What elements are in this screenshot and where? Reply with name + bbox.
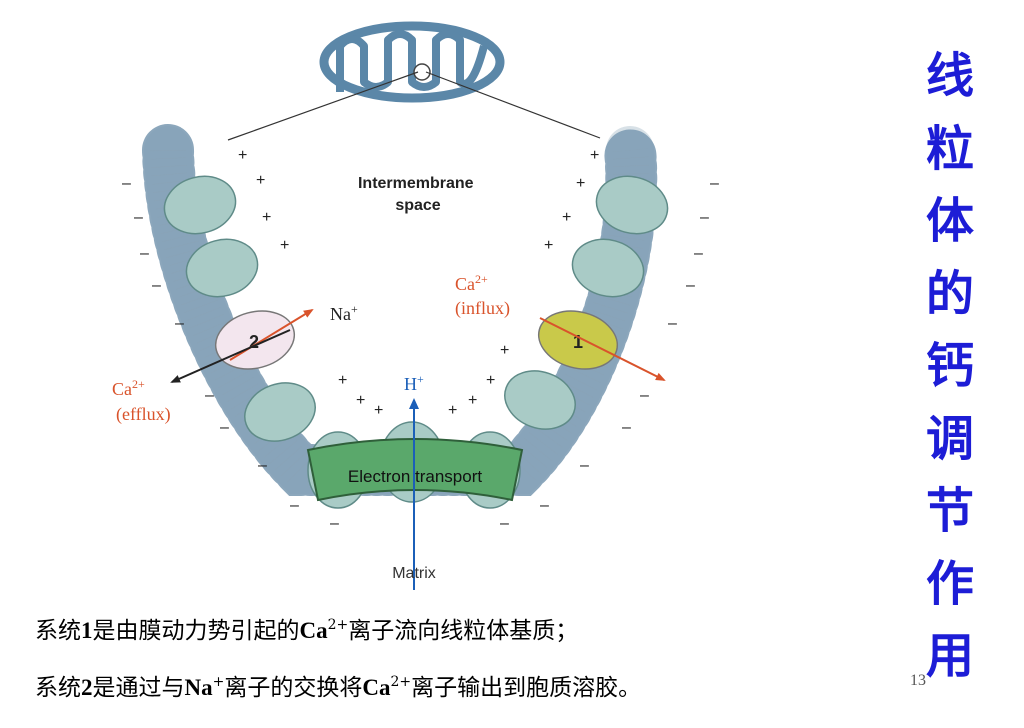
svg-text:–: – [700,209,709,226]
zoom-line-left [227,71,419,141]
mitochondria-calcium-diagram: 2 1 Electron transport Intermembrane spa… [112,21,719,590]
intermembrane-line2: space [395,197,440,214]
svg-text:–: – [640,387,649,404]
positive-charges: + + + + + + + + + + + + + + + [238,147,599,419]
svg-text:+: + [356,392,365,409]
zoom-line-right [425,71,601,139]
title-char: 用 [925,628,974,684]
svg-text:+: + [280,237,289,254]
system-1-transporter: 1 [537,310,619,370]
svg-text:+: + [468,392,477,409]
svg-text:–: – [140,245,149,262]
membrane-proteins-left [163,175,316,442]
svg-text:+: + [486,372,495,389]
svg-text:+: + [338,372,347,389]
svg-text:+: + [238,147,247,164]
ca-efflux-label: Ca2+ [112,377,145,399]
page-number: 13 [910,672,926,689]
svg-text:–: – [258,457,267,474]
svg-text:–: – [580,457,589,474]
svg-text:–: – [122,175,131,192]
na-label: Na+ [330,302,358,324]
svg-text:+: + [500,342,509,359]
efflux-label: (efflux) [116,404,171,425]
intermembrane-space-label: Intermembrane space [358,175,478,214]
ca-influx-arrow [539,317,666,381]
svg-text:+: + [374,402,383,419]
svg-text:–: – [710,175,719,192]
h-label: H+ [404,372,424,394]
title-char: 节 [925,483,974,539]
influx-label: (influx) [455,298,510,319]
caption-line-2: 系统2是通过与Na+离子的交换将Ca2+离子输出到胞质溶胶。 [35,674,642,701]
svg-text:+: + [256,172,265,189]
vertical-title: 线粒体的钙调节作用 [905,40,995,693]
title-char: 的 [925,265,974,322]
svg-text:+: + [262,209,271,226]
svg-text:+: + [590,147,599,164]
system-2-number: 2 [249,332,259,352]
svg-text:–: – [330,515,339,532]
svg-text:+: + [576,175,585,192]
title-char: 调 [925,410,974,467]
svg-text:–: – [290,497,299,514]
title-char: 粒 [925,120,974,177]
title-char: 线 [925,48,974,104]
title-char: 钙 [925,338,974,394]
svg-text:+: + [544,237,553,254]
na-influx-arrow [229,308,314,361]
title-char: 体 [925,193,974,249]
svg-text:+: + [448,402,457,419]
svg-text:–: – [500,515,509,532]
caption-line-1: 系统1是由膜动力势引起的Ca2+离子流向线粒体基质； [35,617,579,644]
svg-text:–: – [175,315,184,332]
svg-text:–: – [134,209,143,226]
svg-text:–: – [220,419,229,436]
matrix-label: Matrix [392,565,436,582]
ca-efflux-arrow [170,329,291,383]
svg-text:–: – [686,277,695,294]
system-1-number: 1 [573,332,583,352]
svg-text:–: – [152,277,161,294]
svg-text:+: + [562,209,571,226]
ca-influx-label: Ca2+ [455,272,488,294]
svg-text:–: – [668,315,677,332]
membrane-proteins-right [504,175,669,430]
svg-text:–: – [622,419,631,436]
title-char: 作 [925,555,974,612]
intermembrane-line1: Intermembrane [358,175,474,192]
svg-text:–: – [694,245,703,262]
electron-transport-label: Electron transport [348,467,482,486]
mitochondrion-icon [319,21,505,103]
negative-charges: – – – – – – – – – – – – – – – – – – – – [122,175,719,532]
svg-text:–: – [205,387,214,404]
svg-text:–: – [540,497,549,514]
